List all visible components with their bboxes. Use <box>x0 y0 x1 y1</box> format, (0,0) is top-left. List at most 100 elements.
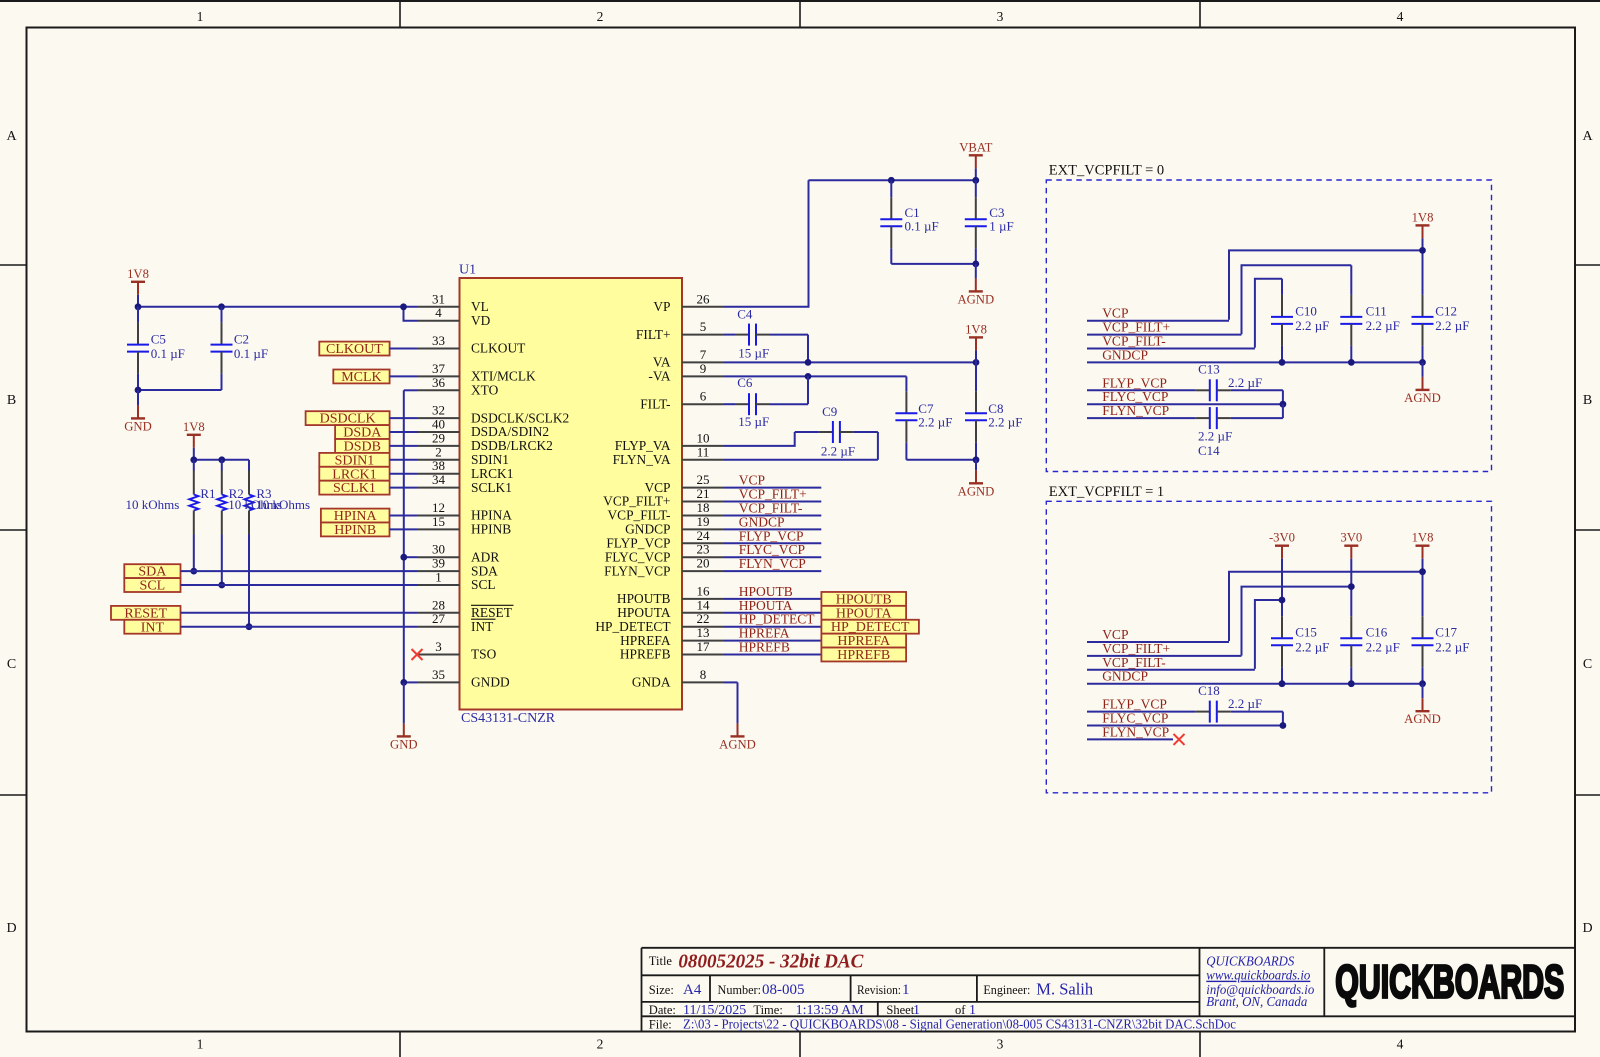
svg-text:35: 35 <box>432 667 445 682</box>
svg-text:34: 34 <box>432 472 446 487</box>
svg-text:AGND: AGND <box>719 737 756 751</box>
svg-text:FLYN_VCP: FLYN_VCP <box>739 556 806 571</box>
svg-text:D: D <box>6 921 16 936</box>
svg-text:Engineer:: Engineer: <box>983 983 1030 997</box>
svg-text:12: 12 <box>432 500 445 515</box>
svg-text:HPINB: HPINB <box>334 523 376 538</box>
svg-text:A4: A4 <box>683 982 702 998</box>
svg-text:HP_DETECT: HP_DETECT <box>595 619 670 634</box>
svg-text:08-005: 08-005 <box>762 982 805 998</box>
svg-text:HPREFA: HPREFA <box>739 626 790 641</box>
svg-text:VCP: VCP <box>1102 627 1128 642</box>
svg-text:of: of <box>955 1003 966 1017</box>
svg-text:C: C <box>1583 657 1592 672</box>
svg-text:C5: C5 <box>151 332 166 347</box>
svg-text:C15: C15 <box>1295 625 1317 640</box>
svg-text:M. Salih: M. Salih <box>1036 979 1094 998</box>
svg-text:15 µF: 15 µF <box>738 346 769 361</box>
svg-text:2.2 µF: 2.2 µF <box>821 443 855 458</box>
svg-text:CLKOUT: CLKOUT <box>326 342 383 357</box>
svg-text:C12: C12 <box>1435 303 1457 318</box>
svg-text:31: 31 <box>432 291 445 306</box>
svg-text:2.2 µF: 2.2 µF <box>1366 318 1400 333</box>
svg-text:1V8: 1V8 <box>965 322 987 336</box>
svg-text:VCP: VCP <box>644 480 670 495</box>
svg-text:HPOUTB: HPOUTB <box>739 584 793 599</box>
svg-text:1V8: 1V8 <box>1412 531 1434 545</box>
svg-text:FLYC_VCP: FLYC_VCP <box>1102 711 1168 726</box>
svg-text:FILT-: FILT- <box>640 396 670 411</box>
svg-text:1: 1 <box>969 1003 976 1018</box>
svg-text:HPREFB: HPREFB <box>837 648 890 663</box>
svg-text:DSDB/LRCK2: DSDB/LRCK2 <box>471 438 553 453</box>
svg-text:2.2 µF: 2.2 µF <box>918 415 952 430</box>
svg-text:11: 11 <box>697 444 710 459</box>
svg-text:4: 4 <box>435 305 442 320</box>
svg-text:4: 4 <box>1397 1037 1404 1052</box>
svg-text:7: 7 <box>700 347 707 362</box>
svg-text:21: 21 <box>697 486 710 501</box>
svg-text:0.1 µF: 0.1 µF <box>234 346 268 361</box>
svg-text:Time:: Time: <box>753 1003 782 1017</box>
svg-text:2.2 µF: 2.2 µF <box>1435 318 1469 333</box>
svg-text:14: 14 <box>697 597 711 612</box>
svg-text:4: 4 <box>1397 9 1404 24</box>
svg-text:U1: U1 <box>459 263 476 278</box>
svg-text:C4: C4 <box>737 307 753 322</box>
svg-text:C18: C18 <box>1198 683 1220 698</box>
svg-text:FLYC_VCP: FLYC_VCP <box>605 549 671 564</box>
svg-text:XTI/MCLK: XTI/MCLK <box>471 369 536 384</box>
svg-text:1: 1 <box>435 570 442 585</box>
svg-text:FILT+: FILT+ <box>636 327 671 342</box>
svg-text:1:13:59 AM: 1:13:59 AM <box>796 1003 865 1018</box>
svg-text:2: 2 <box>597 1037 604 1052</box>
svg-text:36: 36 <box>432 375 446 390</box>
svg-text:080052025 - 32bit DAC: 080052025 - 32bit DAC <box>678 951 864 973</box>
svg-text:27: 27 <box>432 611 446 626</box>
svg-text:Date:: Date: <box>649 1003 676 1017</box>
svg-text:QUICKBOARDS: QUICKBOARDS <box>1335 956 1564 1008</box>
svg-text:1V8: 1V8 <box>183 420 205 434</box>
svg-text:20: 20 <box>697 556 710 571</box>
svg-text:R3: R3 <box>256 486 271 501</box>
svg-text:A: A <box>6 129 17 144</box>
svg-text:11/15/2025: 11/15/2025 <box>683 1003 746 1018</box>
svg-text:2.2 µF: 2.2 µF <box>1295 318 1329 333</box>
svg-text:2.2 µF: 2.2 µF <box>1198 428 1232 443</box>
svg-text:VD: VD <box>471 313 491 328</box>
svg-text:GND: GND <box>124 419 152 433</box>
svg-text:AGND: AGND <box>957 292 994 306</box>
svg-text:10 kOhms: 10 kOhms <box>228 497 282 512</box>
svg-text:GND: GND <box>390 737 418 751</box>
svg-text:GNDCP: GNDCP <box>1102 347 1148 362</box>
svg-text:GNDA: GNDA <box>632 675 671 690</box>
svg-text:HPOUTA: HPOUTA <box>836 606 893 621</box>
svg-text:DSDB: DSDB <box>344 439 381 454</box>
svg-text:C8: C8 <box>988 401 1003 416</box>
svg-text:39: 39 <box>432 556 445 571</box>
svg-text:VCP: VCP <box>739 473 765 488</box>
svg-text:HPOUTB: HPOUTB <box>836 592 892 607</box>
svg-text:-3V0: -3V0 <box>1269 531 1295 545</box>
svg-text:GNDCP: GNDCP <box>739 514 785 529</box>
svg-text:HPINB: HPINB <box>471 522 511 537</box>
svg-text:10: 10 <box>697 430 710 445</box>
svg-text:HPREFA: HPREFA <box>620 633 671 648</box>
svg-text:C10: C10 <box>1295 303 1317 318</box>
svg-text:C9: C9 <box>822 404 837 419</box>
svg-text:5: 5 <box>700 319 707 334</box>
svg-text:INT: INT <box>471 619 493 634</box>
svg-text:VA: VA <box>653 355 671 370</box>
svg-text:2.2 µF: 2.2 µF <box>988 415 1022 430</box>
svg-text:10 kOhms: 10 kOhms <box>256 497 310 512</box>
svg-text:R1: R1 <box>200 486 215 501</box>
svg-text:HP_DETECT: HP_DETECT <box>739 612 816 627</box>
svg-text:FLYN_VCP: FLYN_VCP <box>1102 403 1169 418</box>
svg-text:C11: C11 <box>1366 303 1387 318</box>
svg-text:DSDCLK: DSDCLK <box>320 412 376 427</box>
svg-text:23: 23 <box>697 542 710 557</box>
svg-text:15 µF: 15 µF <box>738 414 769 429</box>
svg-text:VCP_FILT+: VCP_FILT+ <box>739 487 807 502</box>
svg-text:HPOUTA: HPOUTA <box>617 605 671 620</box>
svg-text:2.2 µF: 2.2 µF <box>1228 696 1262 711</box>
